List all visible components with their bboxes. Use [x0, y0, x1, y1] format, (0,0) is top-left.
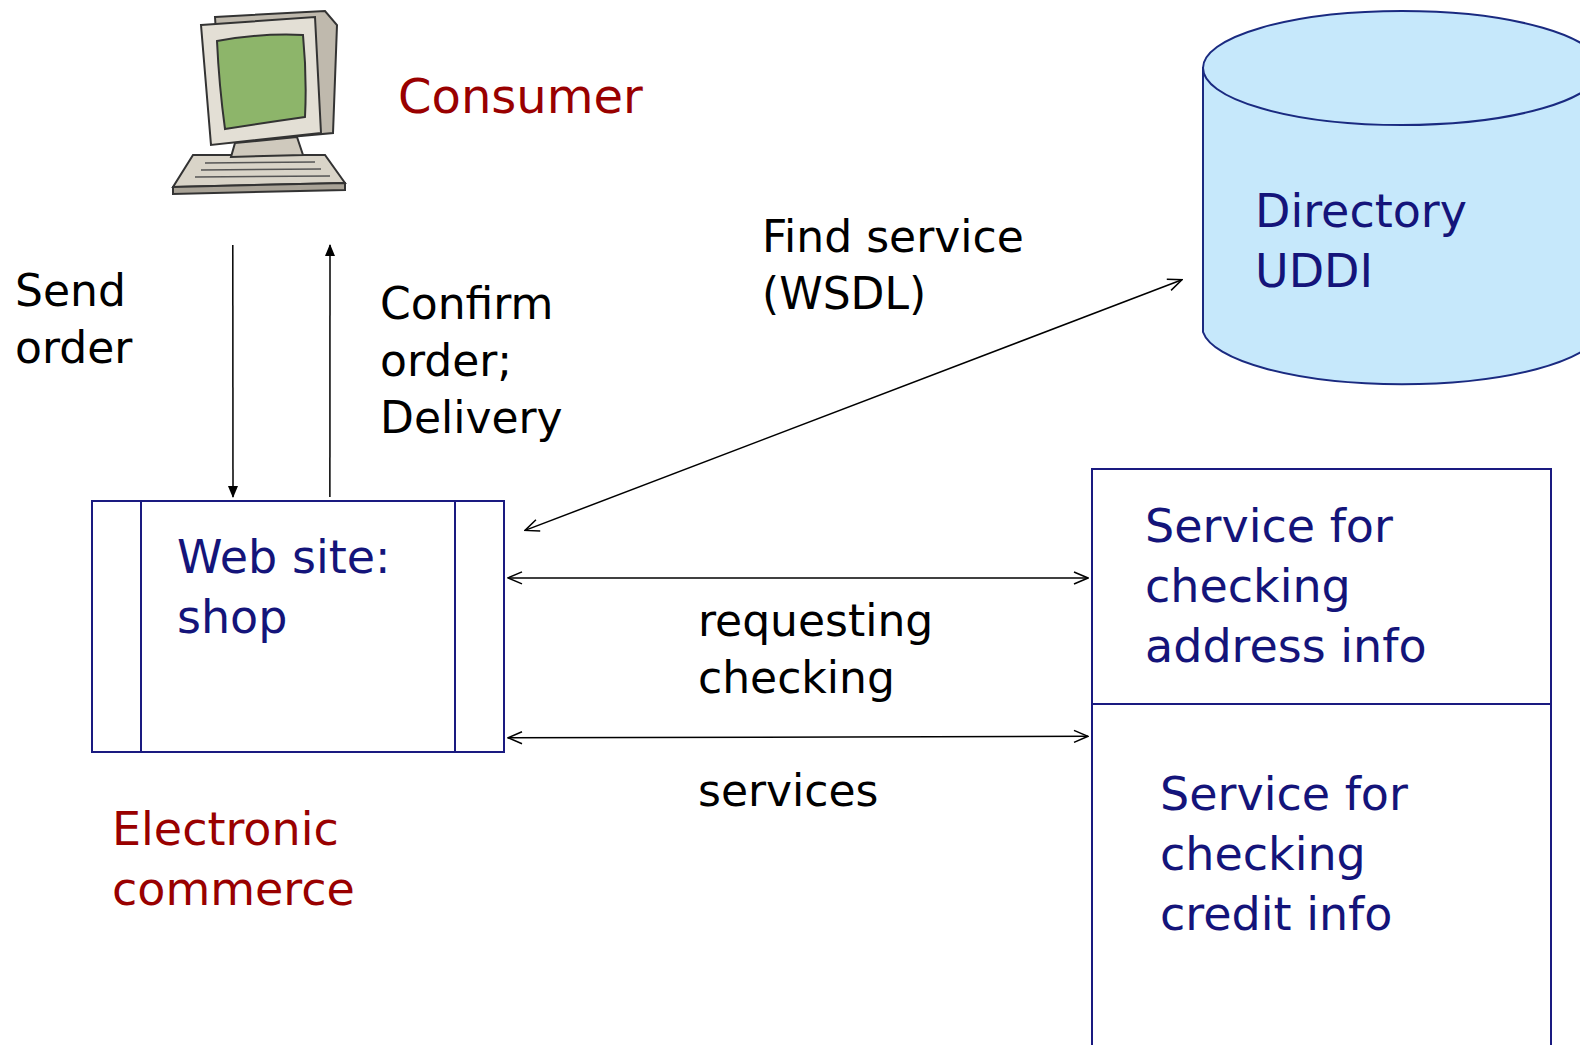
directory-cylinder: Directory UDDI [1202, 10, 1580, 390]
node-label: Service for checking credit info [1160, 765, 1500, 944]
node-label: Service for checking address info [1145, 497, 1485, 676]
node-heading: Electronic commerce [112, 800, 442, 920]
consumer-node: Consumer [165, 5, 675, 245]
connector-arrow [508, 736, 1088, 738]
service-box: Service for checking address info [1091, 468, 1552, 705]
edge-label: services [698, 762, 988, 819]
connector-arrow [232, 245, 234, 497]
edge-label: Send order [15, 262, 175, 376]
edge-label: Confirm order; Delivery [380, 275, 610, 447]
connector-arrow [508, 577, 1088, 579]
computer-icon [165, 5, 355, 200]
service-box: Service for checking credit info [1091, 703, 1552, 1045]
connector-arrow [329, 245, 331, 497]
node-label: Directory UDDI [1255, 182, 1515, 302]
edge-label: requesting checking [698, 592, 988, 706]
shop-box: Web site: shopElectronic commerce [91, 500, 505, 753]
edge-label: Find service (WSDL) [762, 208, 1062, 322]
node-label: Consumer [398, 65, 698, 127]
node-label: Web site: shop [177, 528, 447, 648]
